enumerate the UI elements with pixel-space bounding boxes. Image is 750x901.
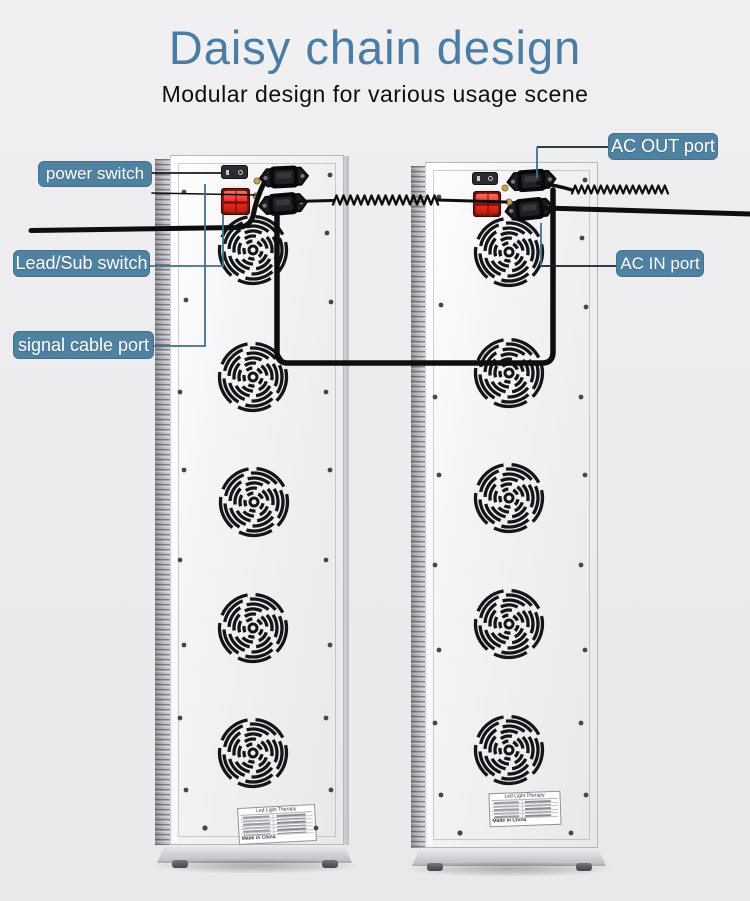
lead-sub-switch-right-device [473, 191, 501, 217]
lead-sub-switch-left-device [221, 188, 250, 215]
device-right-foot [576, 863, 592, 871]
panel-highlight [428, 165, 434, 845]
label-ac-in-port: AC IN port [616, 250, 704, 277]
panel-inner-frame [178, 163, 336, 837]
page-title: Daisy chain design [168, 21, 582, 74]
sticker-spec-rows [491, 798, 559, 819]
device-left-rear-face [170, 155, 344, 845]
power-switch-right-device [472, 172, 498, 185]
label-ac-out-port: AC OUT port [608, 133, 718, 160]
device-left-side-sliver [344, 156, 349, 845]
page-subtitle: Modular design for various usage scene [161, 81, 589, 107]
heatsink-edge-left-device [155, 159, 171, 845]
device-left-shadow [148, 858, 362, 874]
label-signal-cable-port: signal cable port [13, 331, 154, 359]
power-switch-left-device [221, 165, 248, 179]
panel-inner-frame [433, 170, 590, 840]
device-right-shadow [403, 861, 615, 877]
label-lead-sub-switch: Lead/Sub switch [13, 250, 150, 277]
device-left-foot [322, 860, 338, 868]
device-right-foot [427, 863, 443, 871]
label-power-switch: power switch [38, 161, 152, 187]
spec-sticker-left-device: Led Light Therapy Made in China [237, 803, 317, 846]
panel-highlight [173, 158, 179, 842]
spec-sticker-right-device: Led Light Therapy Made in China [488, 790, 562, 828]
device-left-base [157, 845, 352, 863]
device-right-base [412, 848, 606, 866]
header: Daisy chain design Modular design for va… [0, 0, 750, 108]
heatsink-edge-right-device [411, 166, 426, 848]
sticker-spec-rows [240, 812, 314, 837]
device-left-foot [172, 860, 188, 868]
device-right-rear-face [425, 162, 598, 848]
